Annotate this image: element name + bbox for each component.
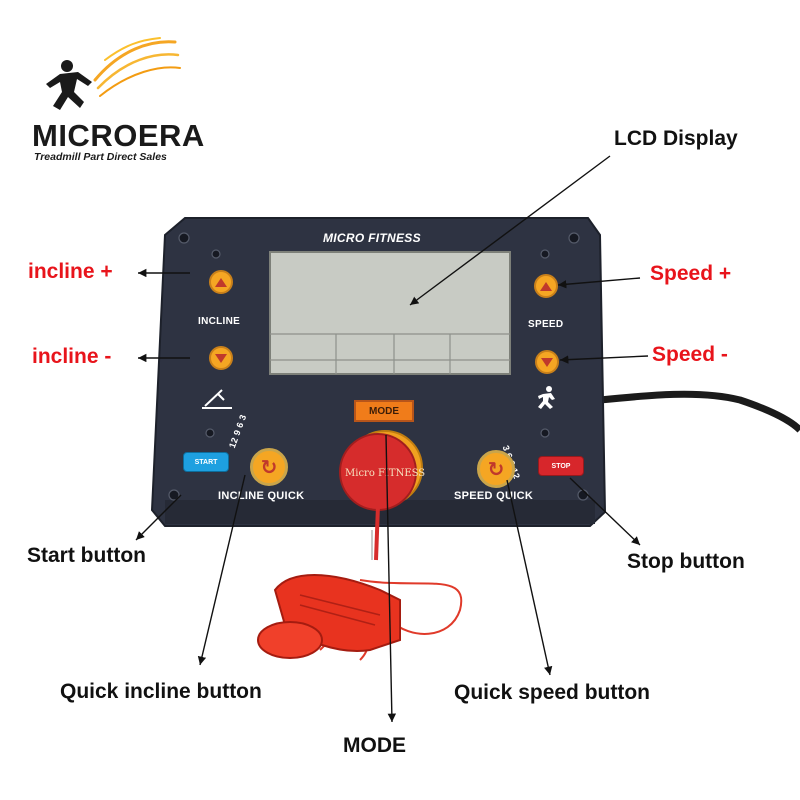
stop-button[interactable]: STOP <box>538 456 584 476</box>
callout-incline-minus: incline - <box>32 345 112 368</box>
start-button[interactable]: START <box>183 452 229 472</box>
triangle-up-icon <box>540 281 552 291</box>
callout-mode: MODE <box>343 734 406 757</box>
triangle-up-icon <box>215 277 227 287</box>
brand-tagline: Treadmill Part Direct Sales <box>34 151 167 163</box>
speed-quick-label: SPEED QUICK <box>454 490 534 502</box>
callout-speed-minus: Speed - <box>652 343 728 366</box>
safety-key-text: Micro FITNESS <box>345 468 426 479</box>
triangle-down-icon <box>215 353 227 363</box>
callout-start-button: Start button <box>27 544 146 567</box>
incline-up-button[interactable] <box>209 270 233 294</box>
quick-incline-button[interactable]: ↻ <box>250 448 288 486</box>
rotate-arrows-icon: ↻ <box>487 458 505 481</box>
callout-lcd-display: LCD Display <box>614 127 738 150</box>
callout-speed-plus: Speed + <box>650 262 732 285</box>
callout-incline-plus: incline + <box>28 260 113 283</box>
brand-name: MICROERA <box>32 118 205 153</box>
speed-up-button[interactable] <box>534 274 558 298</box>
callout-quick-incline-button: Quick incline button <box>60 680 262 703</box>
callout-stop-button: Stop button <box>627 550 745 573</box>
rotate-arrows-icon: ↻ <box>260 456 278 479</box>
speed-down-button[interactable] <box>535 350 559 374</box>
speed-label: SPEED <box>528 319 564 330</box>
incline-label: INCLINE <box>198 316 241 327</box>
callout-quick-speed-button: Quick speed button <box>454 681 651 704</box>
triangle-down-icon <box>541 357 553 367</box>
mode-button[interactable]: MODE <box>354 400 414 422</box>
quick-speed-button[interactable]: ↻ <box>477 450 515 488</box>
panel-brand-title: MICRO FITNESS <box>323 231 421 245</box>
incline-down-button[interactable] <box>209 346 233 370</box>
